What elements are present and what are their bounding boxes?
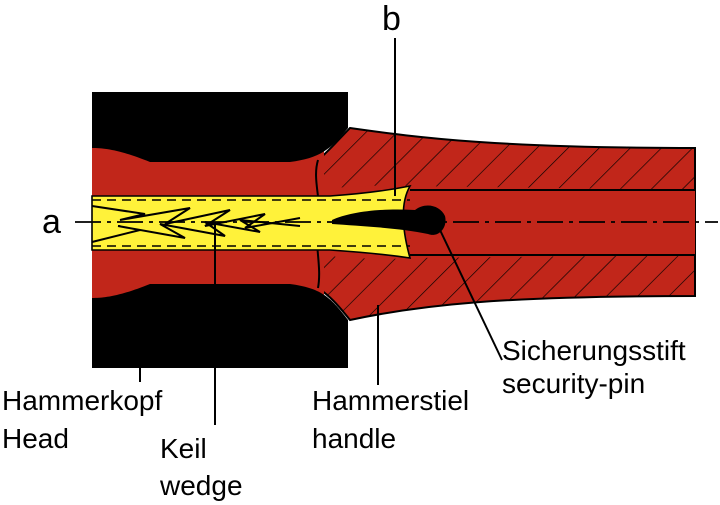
security-pin [332,205,446,235]
hammer-head-upper [92,92,348,162]
hammer-head-lower [92,284,348,368]
label-security-pin: security-pin [502,368,645,399]
label-wedge: wedge [159,470,243,501]
label-b: b [382,0,401,38]
label-head: Head [2,423,69,454]
label-handle: handle [312,423,396,454]
label-keil: Keil [160,433,207,464]
label-hammerkopf: Hammerkopf [2,385,162,416]
label-sicherungsstift: Sicherungsstift [502,335,686,366]
label-a: a [42,203,61,241]
label-hammerstiel: Hammerstiel [312,385,469,416]
leader-sicherungsstift [439,229,503,361]
wedge-zigzag-lower [91,219,301,243]
